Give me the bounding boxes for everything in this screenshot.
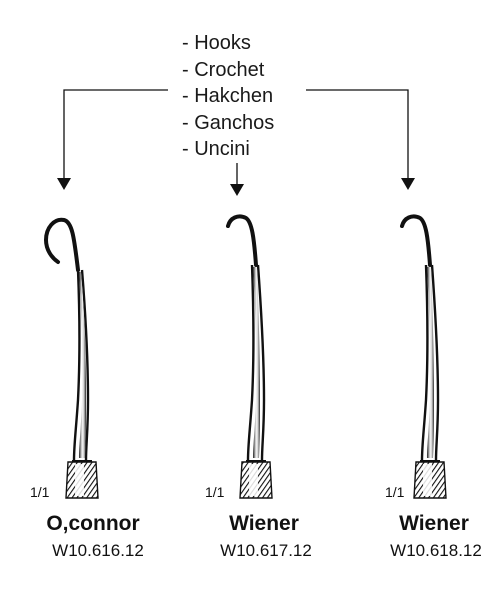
arrow-down-icon <box>401 178 415 190</box>
hook-instrument-wiener-1 <box>226 214 273 499</box>
product-type-labels: - Hooks - Crochet - Hakchen - Ganchos - … <box>182 30 274 163</box>
label-crochet: - Crochet <box>182 58 265 81</box>
instrument-name: Wiener <box>399 512 469 535</box>
label-uncini: - Uncini <box>182 138 250 160</box>
connector-lines <box>63 89 409 186</box>
hook-instrument-wiener-2 <box>400 214 447 499</box>
scale-label: 1/1 <box>205 484 225 500</box>
arrow-down-icon <box>230 184 244 196</box>
scale-label: 1/1 <box>30 484 50 500</box>
instrument-name: O,connor <box>46 512 140 535</box>
connector-right-line <box>306 89 409 178</box>
arrow-down-icon <box>57 178 71 190</box>
scale-label: 1/1 <box>385 484 405 500</box>
label-hakchen: - Hakchen <box>182 85 274 107</box>
article-code: W10.617.12 <box>220 541 312 560</box>
article-code: W10.616.12 <box>52 541 144 560</box>
instrument-name: Wiener <box>229 512 299 535</box>
label-ganchos: - Ganchos <box>182 111 275 134</box>
arrowheads <box>57 178 415 196</box>
label-hooks: - Hooks <box>182 32 251 54</box>
article-code: W10.618.12 <box>390 541 482 560</box>
hook-instrument-oconnor <box>43 217 99 499</box>
connector-left-line <box>63 89 168 178</box>
